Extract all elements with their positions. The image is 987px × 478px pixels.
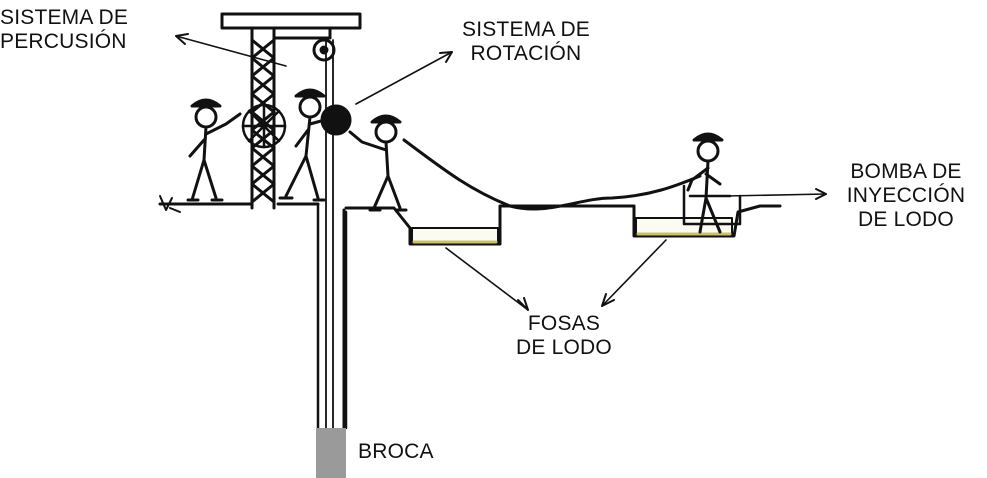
worker-4 bbox=[686, 132, 724, 234]
label-fosas-lodo: FOSAS DE LODO bbox=[508, 312, 620, 360]
label-bomba-line-2: INYECCIÓN bbox=[846, 184, 966, 207]
ground-tool bbox=[159, 195, 181, 213]
label-fosas-line-2: DE LODO bbox=[516, 336, 612, 359]
worker-2 bbox=[278, 88, 334, 202]
drill-string bbox=[325, 39, 334, 429]
label-fosas-line-1: FOSAS bbox=[527, 312, 601, 335]
label-sistema-percusion: SISTEMA DE PERCUSIÓN bbox=[0, 6, 128, 54]
mud-pump bbox=[682, 184, 742, 226]
label-sistema-rotacion: SISTEMA DE ROTACIÓN bbox=[456, 18, 596, 66]
mud-hose bbox=[402, 138, 702, 211]
label-broca: BROCA bbox=[358, 440, 434, 463]
mud-pit-2 bbox=[635, 217, 733, 236]
pulley bbox=[312, 38, 336, 62]
label-percusion-line-2: PERCUSIÓN bbox=[0, 30, 127, 53]
arrow-fosa-2 bbox=[601, 239, 667, 307]
drill-bit bbox=[316, 428, 346, 478]
arrow-bomba bbox=[725, 188, 827, 200]
wellbore bbox=[316, 202, 348, 430]
worker-3 bbox=[348, 114, 408, 212]
label-bomba-inyeccion: BOMBA DE INYECCIÓN DE LODO bbox=[836, 160, 976, 232]
label-bomba-line-3: DE LODO bbox=[858, 208, 954, 231]
percussion-wheel bbox=[241, 103, 287, 149]
label-rotacion-line-1: SISTEMA DE bbox=[461, 18, 591, 41]
worker-1 bbox=[186, 98, 242, 202]
arrow-rotacion bbox=[355, 51, 453, 105]
label-rotacion-line-2: ROTACIÓN bbox=[470, 42, 582, 65]
mud-pit-1 bbox=[411, 227, 499, 244]
label-percusion-line-1: SISTEMA DE bbox=[0, 6, 129, 29]
arrow-fosa-1 bbox=[445, 247, 529, 311]
arrow-percusion bbox=[175, 33, 287, 67]
label-bomba-line-1: BOMBA DE bbox=[850, 160, 962, 183]
